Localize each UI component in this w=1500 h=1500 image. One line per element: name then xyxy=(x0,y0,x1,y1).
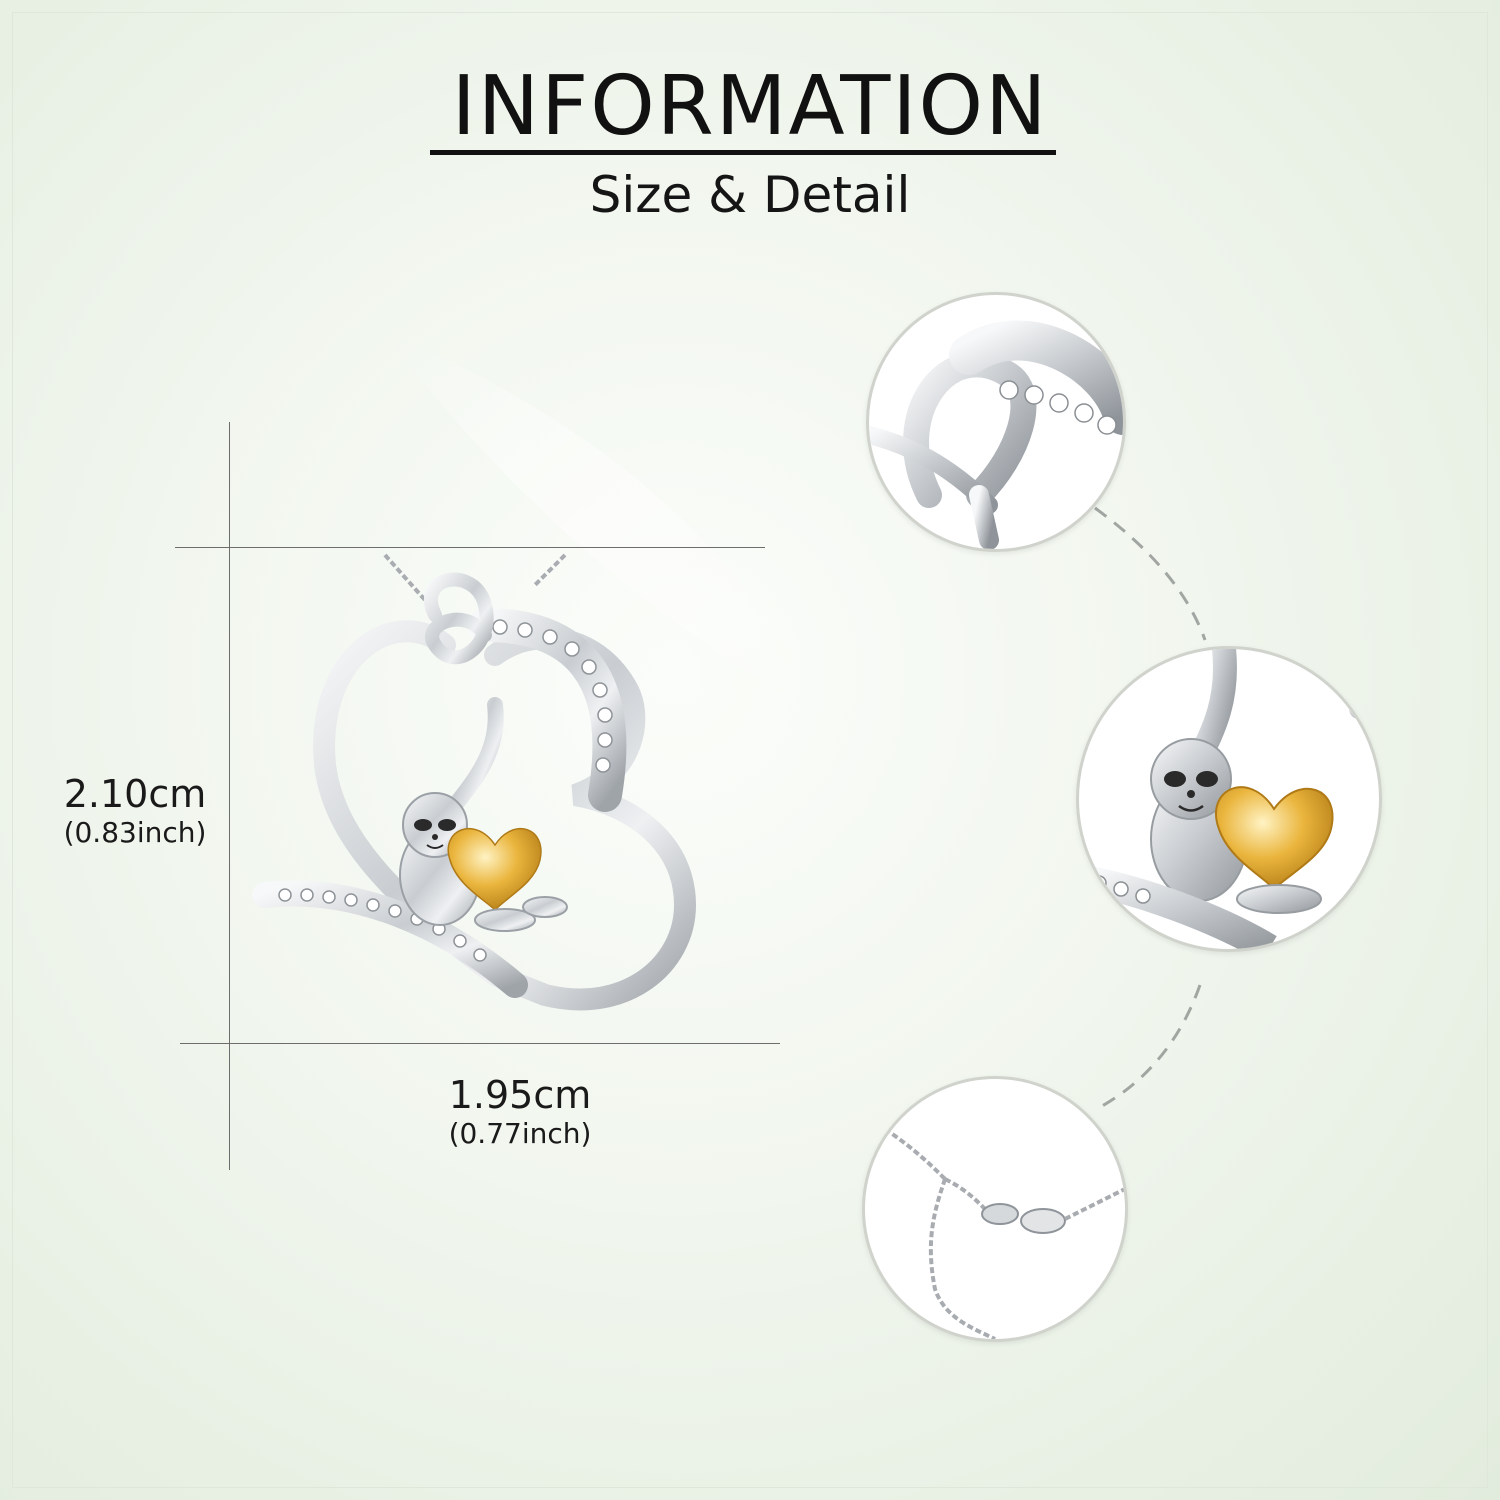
height-guide-vertical xyxy=(229,422,230,1170)
page-frame xyxy=(12,12,1488,1488)
detail-circle-knot xyxy=(866,292,1126,552)
title-underline xyxy=(430,150,1056,155)
width-imperial: (0.77inch) xyxy=(448,1117,592,1150)
top-guide-horizontal xyxy=(175,547,765,548)
page-subtitle: Size & Detail xyxy=(589,166,911,224)
page-title: INFORMATION xyxy=(451,59,1049,154)
detail-circle-clasp xyxy=(862,1076,1128,1342)
clasp-closeup-image xyxy=(883,1127,1125,1339)
height-metric: 2.10cm xyxy=(63,772,207,816)
height-imperial: (0.83inch) xyxy=(63,816,207,849)
width-label: 1.95cm (0.77inch) xyxy=(420,1076,620,1148)
knot-closeup-image xyxy=(869,320,1123,549)
width-metric: 1.95cm xyxy=(448,1073,592,1117)
bottom-guide-horizontal xyxy=(180,1043,780,1044)
sloth-closeup-image xyxy=(1079,649,1379,949)
pendant-image xyxy=(252,553,697,1011)
height-label: 2.10cm (0.83inch) xyxy=(40,775,230,847)
detail-circle-sloth xyxy=(1076,646,1382,952)
